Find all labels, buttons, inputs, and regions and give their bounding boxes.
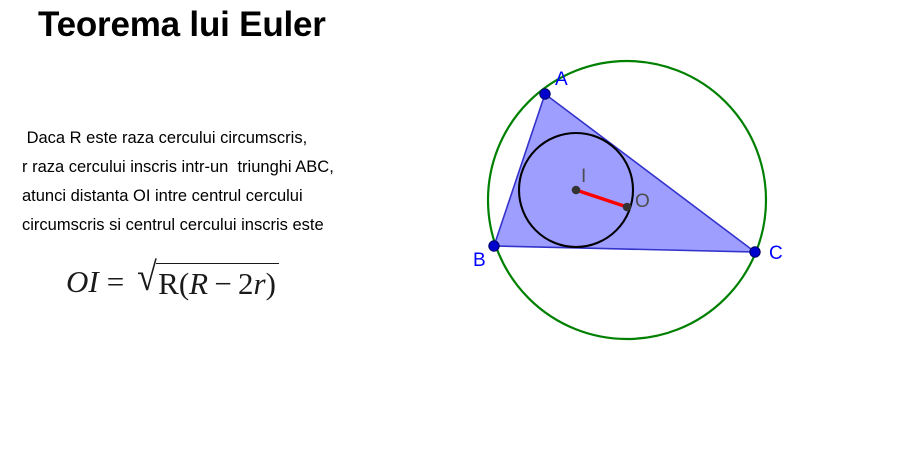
radical-sign-icon: √ — [137, 254, 158, 299]
vertex-label-b: B — [473, 250, 486, 271]
formula-radical: √ R(R − 2r) — [136, 254, 279, 302]
euler-geometry-figure: A B C I O — [455, 40, 895, 370]
vertex-point-a[interactable] — [539, 88, 551, 100]
radicand-open: R( — [158, 266, 190, 301]
radicand-var-R: R — [189, 266, 209, 301]
statement-line: Daca R este raza cercului circumscris, — [22, 129, 308, 147]
formula-equals-sign: = — [106, 264, 125, 299]
statement-line: r raza cercului inscris intr-un triunghi… — [22, 158, 334, 176]
triangle-abc — [492, 92, 758, 253]
vertex-label-c: C — [769, 243, 783, 264]
formula-radicand: R(R − 2r) — [156, 263, 279, 302]
radicand-minus: − — [214, 266, 232, 301]
geometry-svg: A B C I O — [473, 59, 783, 341]
circumcenter-label-o: O — [635, 191, 650, 212]
vertex-label-a: A — [555, 69, 568, 90]
incenter-point-i[interactable] — [571, 185, 581, 195]
page-title: Teorema lui Euler — [38, 5, 326, 44]
statement-line: atunci distanta OI intre centrul cerculu… — [22, 187, 303, 205]
statement-line: circumscris si centrul cercului inscris … — [22, 216, 324, 234]
vertex-point-b[interactable] — [488, 240, 500, 252]
radicand-var-r: r — [253, 266, 266, 301]
oi-segment — [575, 188, 628, 209]
incircle — [517, 131, 635, 249]
circumcircle — [486, 59, 768, 341]
formula-lhs: OI — [66, 264, 99, 299]
incenter-label-i: I — [581, 166, 586, 187]
radicand-close: ) — [265, 266, 276, 301]
circumcenter-point-o[interactable] — [622, 202, 632, 212]
vertex-point-c[interactable] — [749, 246, 761, 258]
radicand-coefficient: 2 — [238, 266, 254, 301]
theorem-statement: Daca R este raza cercului circumscris, r… — [22, 124, 442, 240]
euler-formula: OI = √ R(R − 2r) — [66, 254, 279, 302]
